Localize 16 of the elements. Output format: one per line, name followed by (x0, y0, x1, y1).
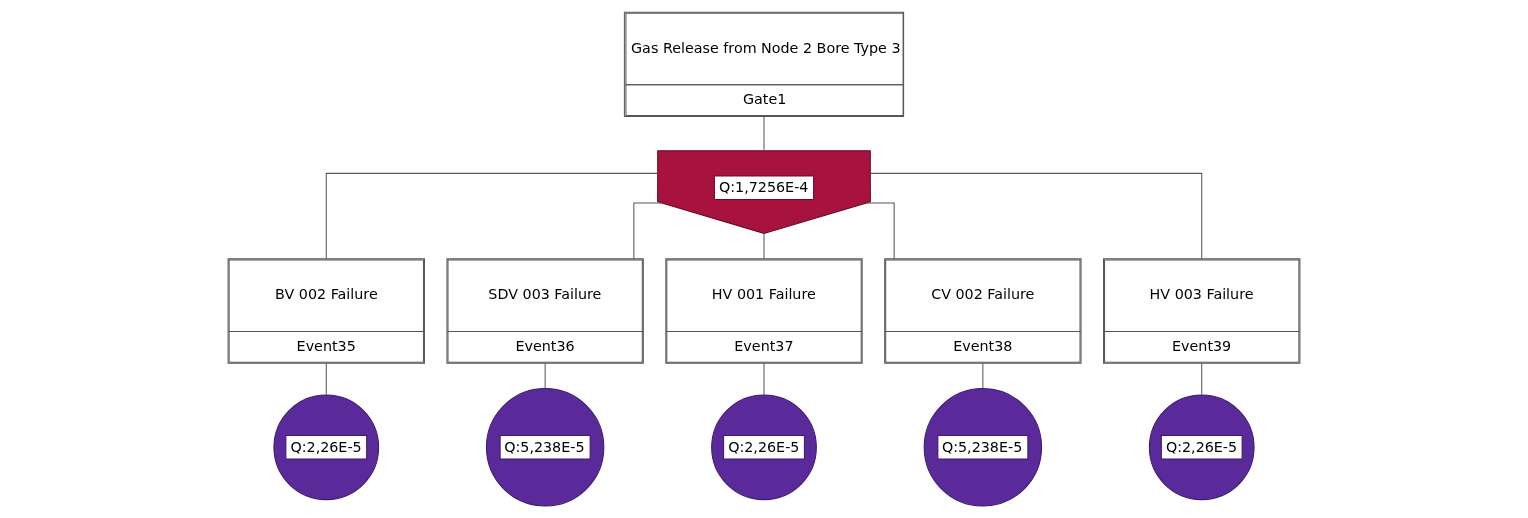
connector (325, 172, 658, 260)
connector (763, 233, 765, 260)
connector (763, 362, 765, 395)
node-circle: Q:5,238E-5 (923, 388, 1043, 507)
node-circle: Q:2,26E-5 (1148, 394, 1255, 501)
connector (1201, 362, 1203, 395)
connector (982, 362, 984, 390)
node-circle: Q:5,238E-5 (485, 388, 605, 507)
connector (325, 362, 327, 395)
connector (870, 172, 1203, 260)
connector (633, 202, 662, 260)
node-circle: Q:2,26E-5 (711, 394, 817, 501)
connector (763, 116, 765, 152)
node-circle: Q:2,26E-5 (273, 394, 380, 501)
connector (544, 362, 546, 390)
connector (866, 202, 895, 260)
